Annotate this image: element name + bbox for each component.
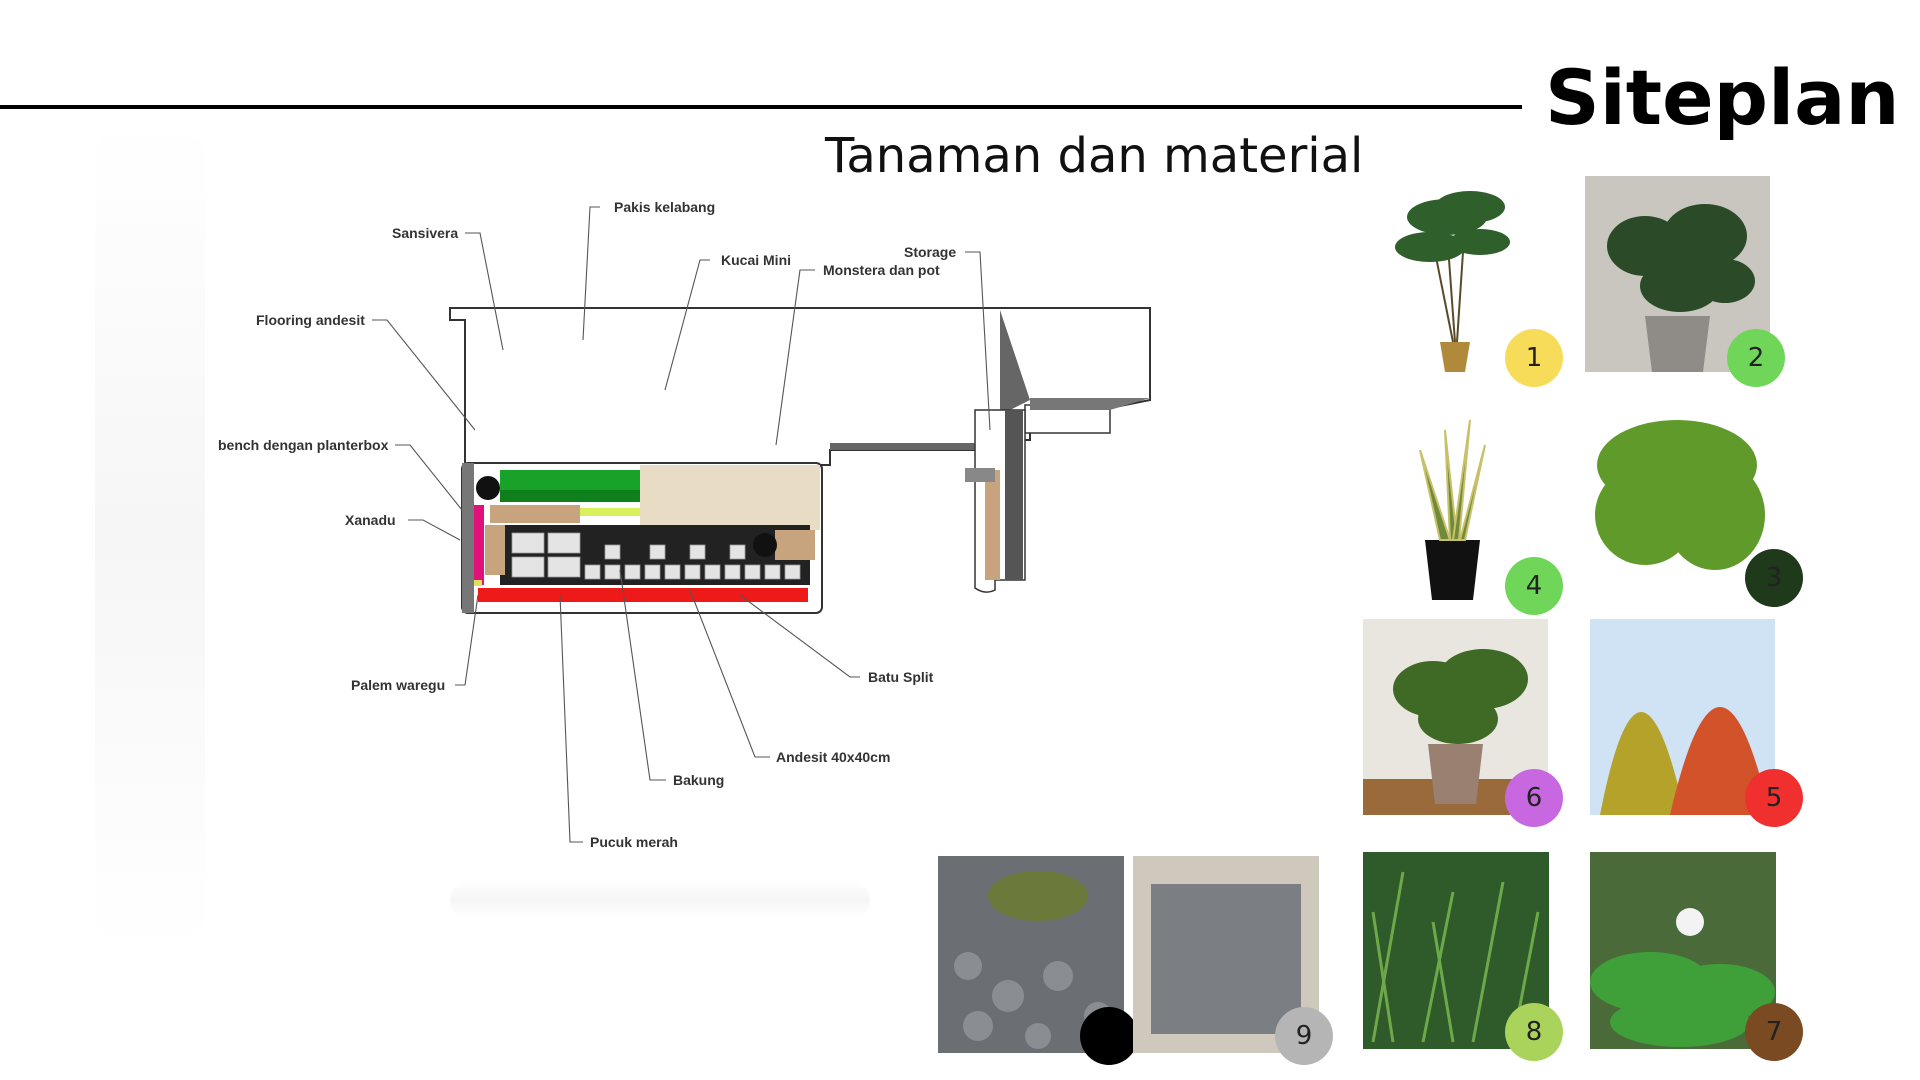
roof-shadow-right	[1000, 310, 1030, 410]
header-rule	[0, 105, 1522, 109]
photo-lily-plant	[1590, 852, 1776, 1049]
page-title: Siteplan	[1545, 53, 1900, 142]
leader-bakung	[619, 569, 666, 781]
kucai-green-strip-2	[500, 490, 640, 502]
label-bench: bench dengan planterbox	[218, 437, 389, 453]
monstera-plant-symbol	[753, 533, 777, 557]
wood-right	[775, 530, 815, 560]
label-batu-split: Batu Split	[868, 669, 934, 685]
yellow-strip	[580, 508, 640, 516]
badge-2: 2	[1727, 329, 1785, 387]
badge-9: 9	[1275, 1007, 1333, 1065]
badge-4: 4	[1505, 557, 1563, 615]
sansivera-plant-symbol	[476, 476, 500, 500]
kucai-green-strip	[500, 470, 640, 490]
badge-7: 7	[1745, 1003, 1803, 1061]
storage-column-box	[965, 468, 995, 482]
leader-monstera	[775, 269, 815, 446]
leader-andesit	[689, 589, 770, 758]
wall-left	[462, 463, 474, 613]
andesit-tiles	[511, 532, 801, 580]
label-bakung: Bakung	[673, 772, 724, 788]
leader-pakis	[582, 206, 600, 341]
leader-pucuk	[559, 594, 583, 843]
badge-1: 1	[1505, 329, 1563, 387]
leader-sansivera	[465, 232, 504, 351]
roof-outline	[449, 307, 1151, 466]
storage-column-wood	[985, 470, 1000, 580]
leader-batu	[739, 594, 860, 678]
storage-wood	[485, 525, 505, 575]
page-subtitle: Tanaman dan material	[825, 128, 1364, 184]
label-palem-waregu: Palem waregu	[351, 677, 445, 693]
badge-3: 3	[1745, 549, 1803, 607]
bench-wood	[490, 505, 580, 523]
roof-annex-shadow	[1030, 398, 1150, 410]
roof-shadow-bottom	[830, 443, 985, 450]
label-andesit: Andesit 40x40cm	[776, 749, 890, 765]
leader-palem	[455, 594, 479, 686]
leader-kucai	[664, 259, 710, 391]
photo-snake-plant	[1395, 410, 1510, 605]
label-sansivera: Sansivera	[392, 225, 458, 241]
background-ghost	[95, 120, 205, 950]
palem-yellow	[474, 580, 482, 586]
label-pucuk-merah: Pucuk merah	[590, 834, 678, 850]
xanadu-strip	[474, 505, 484, 585]
background-ghost	[450, 880, 870, 920]
photo-shrub-red	[1590, 619, 1775, 815]
leader-storage	[965, 251, 991, 431]
badge-6: 6	[1505, 769, 1563, 827]
badge-8: 8	[1505, 1003, 1563, 1061]
leader-bench	[395, 444, 463, 511]
label-pakis-kelabang: Pakis kelabang	[614, 199, 715, 215]
label-kucai-mini: Kucai Mini	[721, 252, 791, 268]
label-storage: Storage	[904, 244, 956, 260]
photo-philodendron-plant	[1363, 619, 1548, 815]
flooring-andesit-area	[640, 465, 820, 530]
label-flooring-andesit: Flooring andesit	[256, 312, 365, 328]
leader-xanadu	[408, 519, 461, 541]
label-monstera: Monstera dan pot	[823, 262, 940, 278]
leader-lines	[372, 206, 991, 843]
leader-flooring	[372, 319, 476, 431]
pucuk-merah-strip	[478, 588, 808, 602]
photo-palm-plant	[1385, 172, 1525, 377]
label-xanadu: Xanadu	[345, 512, 396, 528]
badge-split-stone	[1080, 1007, 1138, 1065]
photo-monstera-plant	[1585, 176, 1770, 372]
badge-5: 5	[1745, 769, 1803, 827]
storage-column-dark	[1005, 410, 1023, 580]
photo-fern-plant	[1585, 405, 1770, 595]
